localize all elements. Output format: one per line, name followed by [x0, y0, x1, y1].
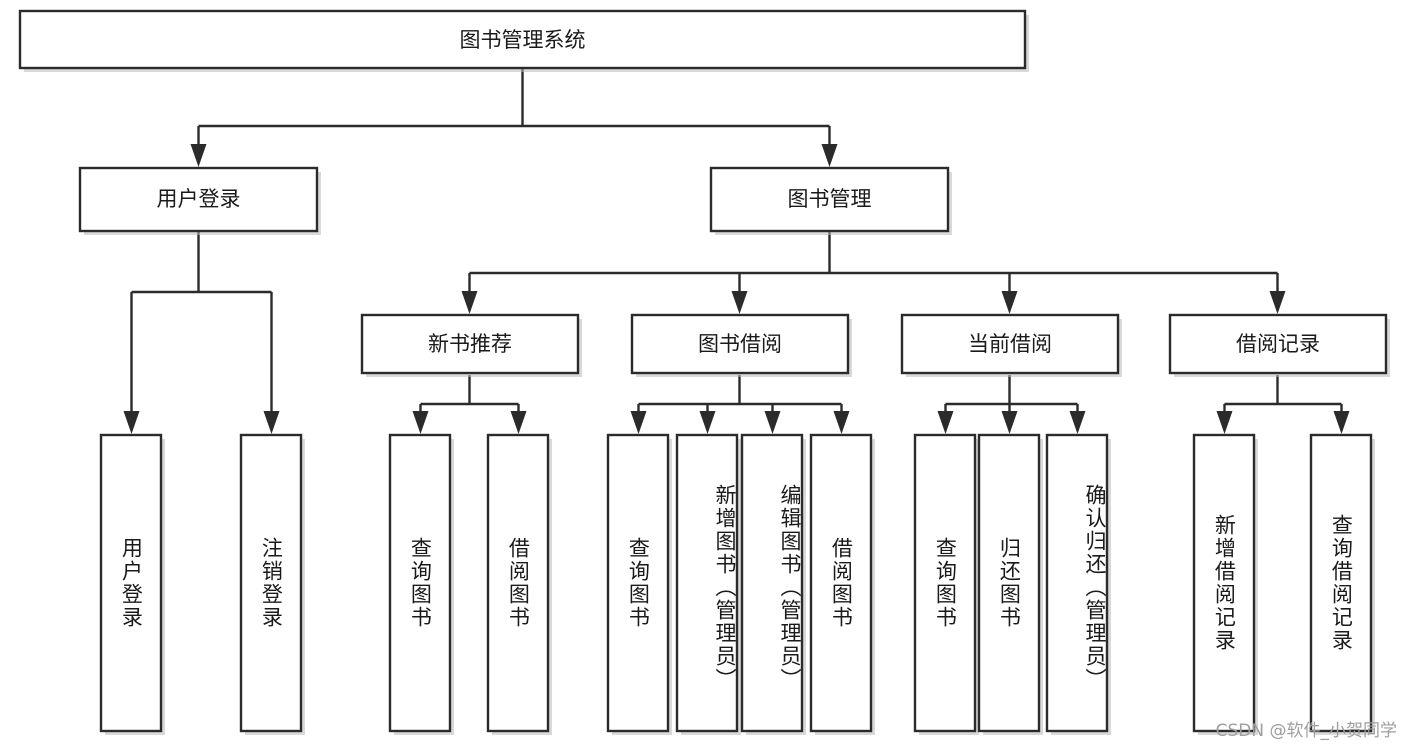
borrow-record-node-box[interactable] [1168, 313, 1388, 375]
leaf-logout-box[interactable] [239, 433, 303, 733]
arrowhead-leaf-user-login [123, 411, 140, 434]
book-management-node-box[interactable] [709, 166, 950, 233]
leaf-borrow-book-2-box[interactable] [809, 433, 873, 733]
leaf-user-login-box[interactable] [99, 433, 163, 733]
arrowhead-leaf-logout [263, 411, 280, 434]
arrowhead-book-borrow [731, 291, 748, 314]
leaf-query-book-3-box[interactable] [913, 433, 977, 733]
leaf-return-book-box[interactable] [977, 433, 1041, 733]
arrowhead-leaf-return-book [1001, 411, 1018, 434]
arrowhead-leaf-edit-book [764, 411, 781, 434]
arrowhead-leaf-query-book-1 [412, 411, 429, 434]
new-book-recommend-node-box[interactable] [360, 313, 580, 375]
arrowhead-new-book-recommend [461, 291, 478, 314]
node-layer: 图书管理系统 用户登录 图书管理 新书推荐 图书借阅 当前借阅 借阅记录 [18, 9, 1390, 735]
arrowhead-leaf-add-book [699, 411, 716, 434]
arrowhead-user-login [190, 144, 207, 167]
arrowhead-borrow-record [1269, 291, 1286, 314]
book-borrow-node-label: 图书借阅 [698, 332, 782, 356]
connector-layer [123, 68, 1350, 434]
arrowhead-leaf-borrow-book-1 [510, 411, 527, 434]
arrowhead-current-borrow [1001, 291, 1018, 314]
current-borrow-node-label: 当前借阅 [968, 332, 1052, 356]
arrowhead-leaf-borrow-book-2 [833, 411, 850, 434]
book-borrow-node-box[interactable] [630, 313, 850, 375]
arrowhead-book-management [821, 144, 838, 167]
arrowhead-leaf-add-record [1216, 411, 1233, 434]
arrowhead-leaf-confirm-return [1069, 411, 1086, 434]
book-management-node-label: 图书管理 [788, 187, 872, 211]
leaf-add-record-box[interactable] [1192, 433, 1256, 733]
leaf-query-record-box[interactable] [1309, 433, 1373, 733]
current-borrow-node-box[interactable] [900, 313, 1120, 375]
new-book-recommend-node-label: 新书推荐 [428, 332, 512, 356]
watermark-text: CSDN @软件_小贺同学 [1215, 721, 1397, 741]
user-login-node-label: 用户登录 [157, 187, 241, 211]
leaf-add-book-box[interactable] [675, 433, 739, 733]
arrowhead-leaf-query-book-3 [937, 411, 954, 434]
user-login-node-box[interactable] [78, 166, 319, 233]
leaf-borrow-book-1-box[interactable] [486, 433, 550, 733]
root-node-box[interactable] [18, 9, 1027, 70]
leaf-confirm-return-box[interactable] [1045, 433, 1109, 733]
leaf-query-book-2-box[interactable] [606, 433, 670, 733]
leaf-edit-book-box[interactable] [740, 433, 804, 733]
arrowhead-leaf-query-record [1333, 411, 1350, 434]
borrow-record-node-label: 借阅记录 [1236, 332, 1320, 356]
leaf-query-book-1-box[interactable] [388, 433, 452, 733]
root-node-label: 图书管理系统 [460, 28, 586, 52]
arrowhead-leaf-query-book-2 [630, 411, 647, 434]
